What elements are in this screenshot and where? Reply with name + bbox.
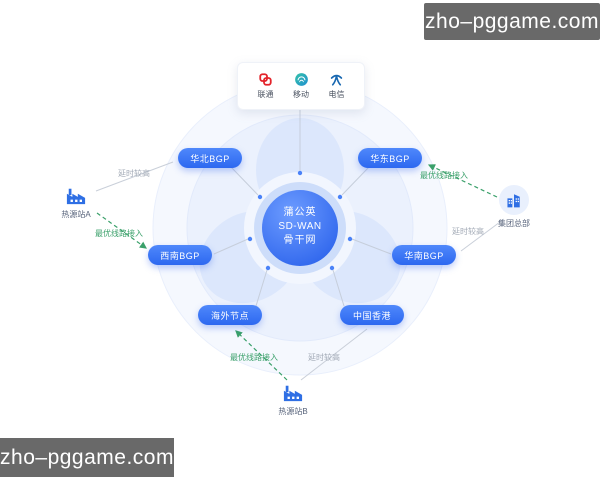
optimal-label-bottom: 最优线路接入: [230, 353, 278, 362]
optimal-route-arrows: [96, 164, 498, 381]
headquarters-badge: [499, 185, 529, 215]
unicom-icon: [259, 73, 272, 86]
connector-dots: [247, 170, 353, 271]
hub-label: 蒲公英 SD-WAN 骨干网: [260, 206, 340, 248]
carrier-label: 电信: [328, 90, 345, 99]
carrier-label: 移动: [293, 90, 309, 99]
latency-label-right: 延时较高: [452, 227, 484, 236]
hub-circle: [262, 190, 338, 266]
connector-lines: [213, 109, 392, 307]
office-building-icon: [507, 194, 520, 208]
node-huabei-bgp: 华北BGP: [178, 148, 242, 168]
site-a: 热源站A: [54, 186, 98, 220]
factory-icon: [66, 188, 86, 205]
carrier-unicom: 联通: [258, 72, 274, 100]
factory-icon: [283, 385, 303, 402]
carrier-mobile: 移动: [293, 72, 309, 100]
site-headquarters: 集团总部: [491, 185, 537, 229]
watermark-bottom-left: zho–pggame.com: [0, 438, 174, 477]
carrier-card: 联通 移动 电信: [237, 62, 365, 110]
watermark-top-right: zho–pggame.com: [424, 3, 600, 40]
node-overseas: 海外节点: [198, 305, 262, 325]
site-b: 热源站B: [271, 383, 315, 417]
site-headquarters-label: 集团总部: [498, 219, 530, 228]
node-huadong-bgp: 华东BGP: [358, 148, 422, 168]
site-a-label: 热源站A: [61, 210, 91, 219]
latency-label-left: 延时较高: [118, 169, 150, 178]
latency-lines: [95, 161, 505, 381]
hub-line-2: SD-WAN: [278, 221, 322, 232]
node-xinan-bgp: 西南BGP: [148, 245, 212, 265]
chinamobile-icon: [294, 73, 308, 86]
latency-label-bottom: 延时较高: [308, 353, 340, 362]
optimal-label-left: 最优线路接入: [95, 229, 143, 238]
chinatelecom-icon: [330, 74, 343, 86]
carrier-telecom: 电信: [329, 72, 345, 100]
node-huanan-bgp: 华南BGP: [392, 245, 456, 265]
site-b-label: 热源站B: [278, 407, 308, 416]
hub-line-3: 骨干网: [283, 235, 317, 246]
hub-line-1: 蒲公英: [283, 207, 317, 218]
optimal-label-right: 最优线路接入: [420, 171, 468, 180]
carrier-label: 联通: [257, 90, 274, 99]
node-hongkong: 中国香港: [340, 305, 404, 325]
